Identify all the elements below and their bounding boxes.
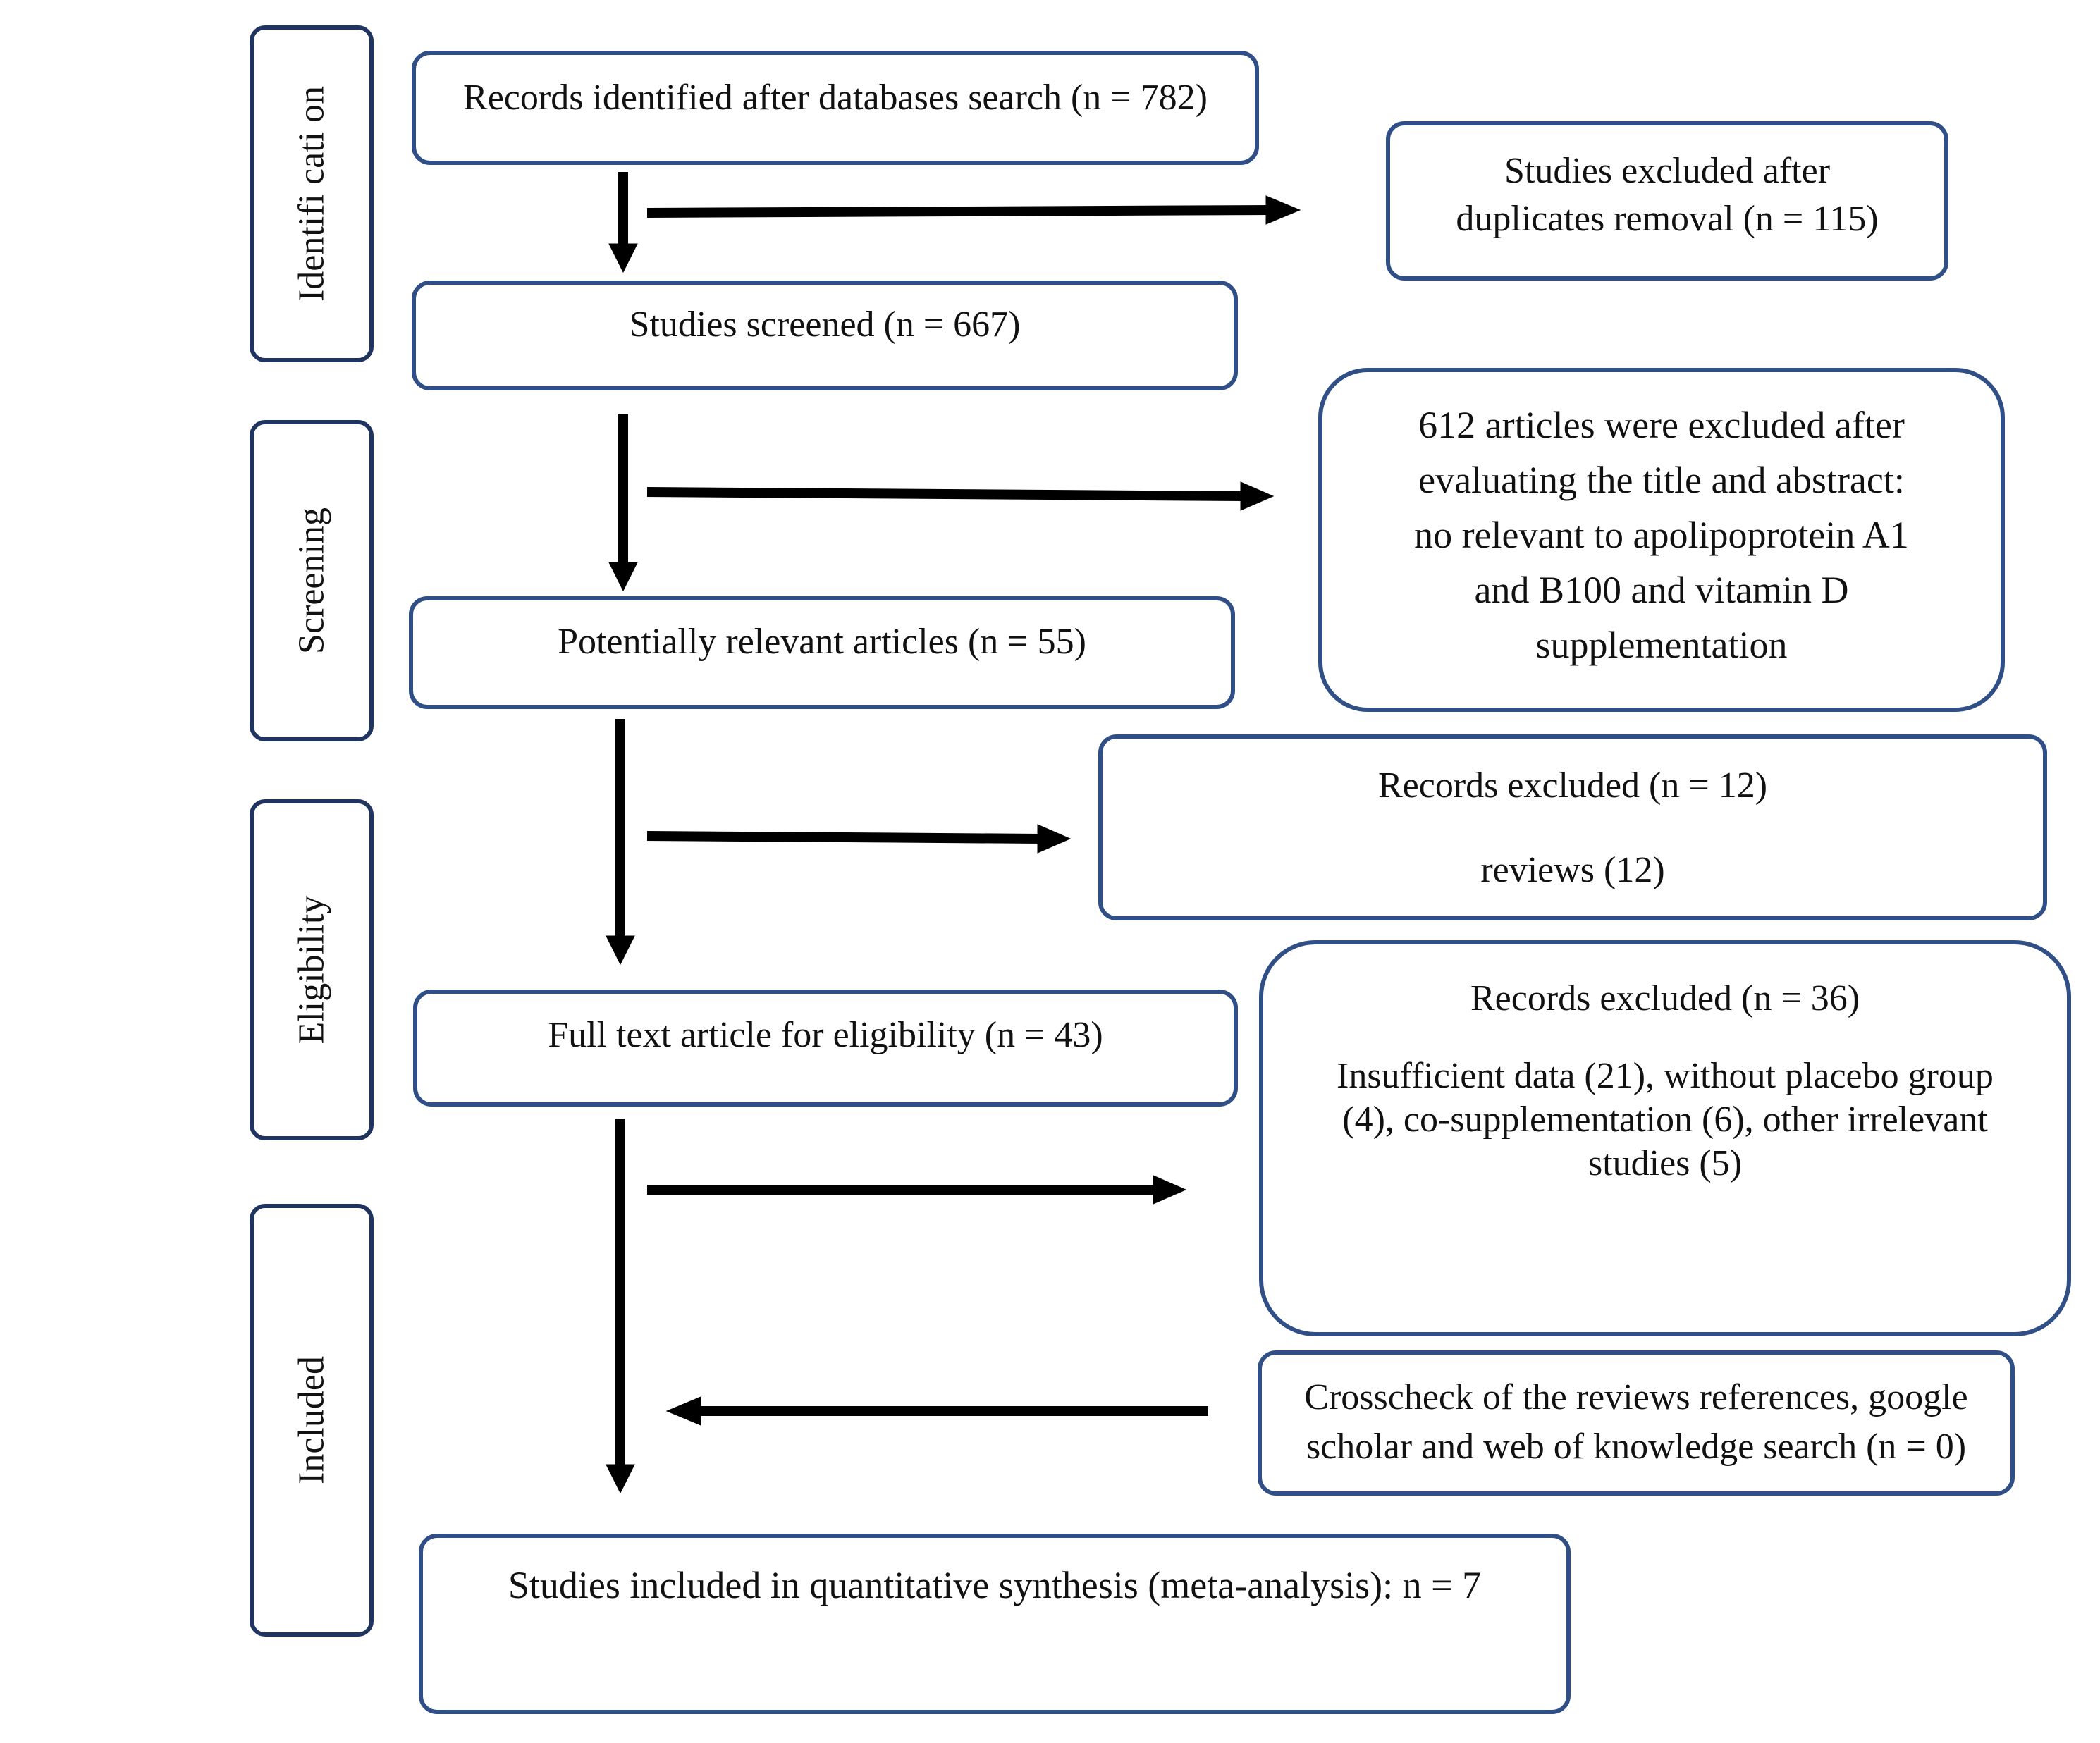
- included-box: Studies included in quantitative synthes…: [419, 1534, 1571, 1714]
- included-text: Studies included in quantitative synthes…: [508, 1564, 1482, 1606]
- vertical-arrows: [606, 172, 638, 1494]
- records-excluded-12-detail: reviews (12): [1480, 850, 1665, 890]
- duplicates-excluded-line-2: duplicates removal (n = 115): [1456, 199, 1879, 239]
- potentially-relevant-box: Potentially relevant articles (n = 55): [409, 596, 1235, 709]
- duplicates-excluded-line-1: Studies excluded after: [1504, 151, 1831, 191]
- potentially-relevant-text: Potentially relevant articles (n = 55): [558, 622, 1086, 662]
- arrow-down-2-head: [608, 562, 638, 592]
- records-identified-box: Records identified after databases searc…: [412, 51, 1259, 165]
- arrow-right-1-shaft: [646, 205, 1270, 218]
- records-excluded-36-title: Records excluded (n = 36): [1470, 978, 1860, 1018]
- title-abstract-excluded-box: 612 articles were excluded after evaluat…: [1318, 368, 2005, 712]
- title-abstract-line-4: and B100 and vitamin D: [1474, 569, 1849, 611]
- crosscheck-box: Crosscheck of the reviews references, go…: [1258, 1350, 2015, 1496]
- arrow-right-2-shaft: [646, 487, 1244, 501]
- arrow-right-3-shaft: [646, 831, 1041, 844]
- records-excluded-12-title: Records excluded (n = 12): [1377, 765, 1768, 806]
- arrow-right-3-head: [1037, 824, 1072, 854]
- records-identified-text: Records identified after databases searc…: [463, 78, 1208, 118]
- records-excluded-12-box: Records excluded (n = 12) reviews (12): [1098, 734, 2047, 920]
- arrow-left-1-head: [665, 1396, 701, 1426]
- arrow-down-3-head: [606, 935, 635, 966]
- title-abstract-line-5: supplementation: [1535, 624, 1788, 666]
- full-text-text: Full text article for eligibility (n = 4…: [548, 1015, 1103, 1055]
- studies-screened-box: Studies screened (n = 667): [412, 281, 1238, 390]
- title-abstract-line-3: no relevant to apolipoprotein A1: [1414, 514, 1909, 556]
- title-abstract-line-1: 612 articles were excluded after: [1418, 404, 1905, 446]
- records-excluded-36-line-2: (4), co-supplementation (6), other irrel…: [1342, 1100, 1988, 1140]
- stage-eligibility: Eligibility: [250, 799, 374, 1140]
- records-excluded-36-line-1: Insufficient data (21), without placebo …: [1337, 1056, 1994, 1096]
- horizontal-arrows: [646, 195, 1301, 1426]
- studies-screened-text: Studies screened (n = 667): [629, 304, 1021, 345]
- arrow-right-4-head: [1153, 1175, 1187, 1205]
- arrow-right-2-head: [1240, 481, 1275, 511]
- duplicates-excluded-box: Studies excluded after duplicates remova…: [1386, 121, 1948, 281]
- records-excluded-36-line-3: studies (5): [1588, 1143, 1743, 1183]
- stage-included: Included: [250, 1204, 374, 1637]
- stage-screening: Screening: [250, 420, 374, 741]
- arrow-down-4-head: [606, 1464, 635, 1494]
- crosscheck-line-1: Crosscheck of the reviews references, go…: [1304, 1377, 1968, 1417]
- records-excluded-36-box: Records excluded (n = 36) Insufficient d…: [1259, 940, 2071, 1336]
- arrow-down-1-head: [608, 243, 638, 273]
- crosscheck-line-2: scholar and web of knowledge search (n =…: [1306, 1427, 1967, 1467]
- full-text-box: Full text article for eligibility (n = 4…: [413, 990, 1238, 1107]
- arrow-right-1-head: [1265, 195, 1301, 225]
- stage-identification: Identifi cati on: [250, 25, 374, 362]
- title-abstract-line-2: evaluating the title and abstract:: [1418, 459, 1905, 501]
